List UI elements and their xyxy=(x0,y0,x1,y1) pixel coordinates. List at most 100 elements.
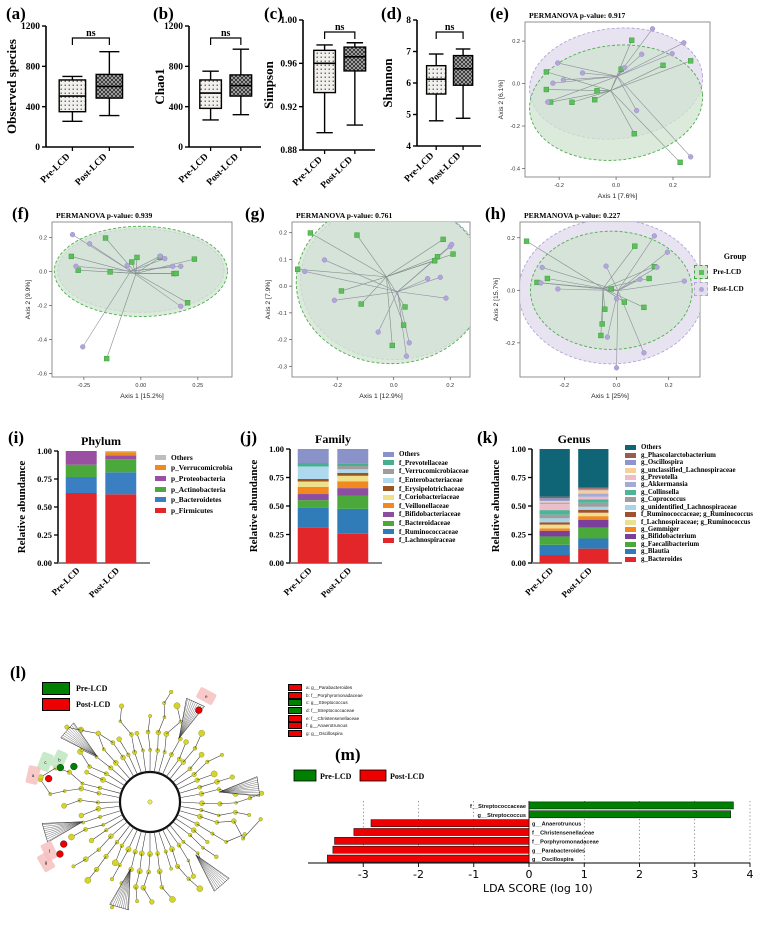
point-pre-lcd xyxy=(569,99,575,105)
legend-swatch xyxy=(155,507,166,513)
legend-item: f_Bifidobacteriaceae xyxy=(383,510,493,519)
lda-bar xyxy=(327,854,530,863)
point-pre-lcd xyxy=(523,238,530,244)
legend-item: p_Verrucomicrobia xyxy=(155,463,250,474)
legend-item: p_Actinobacteria xyxy=(155,484,250,495)
spoke-post xyxy=(377,291,398,333)
spoke-pre xyxy=(600,288,604,336)
point-post-lcd xyxy=(641,350,647,356)
y-tick-label: 5 xyxy=(406,111,411,121)
branch xyxy=(179,741,187,760)
point-pre-lcd xyxy=(629,37,635,43)
bar-segment xyxy=(578,449,609,488)
clad-legend-swatch xyxy=(288,714,302,722)
lda-legend-swatch-pre xyxy=(293,769,317,782)
x-tick-label: -2 xyxy=(413,868,424,881)
y-tick-label: -0.2 xyxy=(277,338,287,344)
point-post-lcd xyxy=(447,243,453,250)
tree-node xyxy=(68,833,75,841)
tree-node xyxy=(155,729,161,736)
clade-hatch xyxy=(71,724,98,757)
branch xyxy=(193,829,208,843)
bar-segment xyxy=(539,518,570,523)
spoke-post xyxy=(582,72,618,77)
tree-node xyxy=(61,803,67,809)
tree-node xyxy=(64,724,70,730)
branch xyxy=(165,827,180,846)
legend-swatch xyxy=(383,520,394,526)
point-post-lcd xyxy=(654,264,660,270)
clad-legend-label-pre: Pre-LCD xyxy=(76,684,108,693)
spoke-post xyxy=(75,265,131,272)
plot-frame xyxy=(519,221,701,378)
branch xyxy=(121,827,135,846)
tree-node xyxy=(126,752,131,757)
legend-item: g_Coprococcus xyxy=(625,496,767,503)
point-post-lcd xyxy=(321,257,328,263)
box-Post-LCD: Post-LCD xyxy=(205,48,253,188)
legend-label: g_unclassified_Lachnospiraceae xyxy=(641,466,736,474)
spoke-post xyxy=(607,290,619,338)
branch xyxy=(218,811,236,816)
y-tick-label: 0.2 xyxy=(512,39,520,45)
clad-legend-label: c: g__Streptococcus xyxy=(306,700,348,706)
point-pre-lcd xyxy=(129,259,135,265)
collapsed-clade xyxy=(219,776,261,797)
clade-hatch xyxy=(42,821,83,825)
point-post-lcd xyxy=(443,295,449,301)
lda-bar xyxy=(332,845,530,854)
legend-item: g_Bacteroides xyxy=(625,556,767,563)
legend-swatch xyxy=(625,489,636,495)
point-pre-lcd xyxy=(134,254,140,261)
branch xyxy=(116,824,131,843)
spoke-post xyxy=(397,291,407,357)
clad-legend-item: b: f__Porphyromonadaceae xyxy=(288,691,408,700)
branch xyxy=(134,830,142,852)
spoke-post xyxy=(334,291,398,301)
tree-node xyxy=(96,791,101,796)
y-tick-label: -0.3 xyxy=(277,364,287,370)
point-pre-lcd xyxy=(102,235,109,241)
point-pre-lcd xyxy=(598,332,604,339)
point-pre-lcd xyxy=(184,300,191,306)
branch xyxy=(201,802,220,805)
permanova-title: PERMANOVA p-value: 0.227 xyxy=(524,211,620,220)
x-axis-title: LDA SCORE (log 10) xyxy=(483,882,593,895)
bar-segment xyxy=(578,488,609,491)
spoke-post xyxy=(82,270,131,348)
point-post-lcd xyxy=(633,107,640,114)
spoke-post xyxy=(397,291,447,299)
y-tick-label: 0 xyxy=(178,143,183,153)
clade-hatch xyxy=(44,821,83,834)
y-axis-title: Relative abundance xyxy=(248,460,260,553)
clade-hatch xyxy=(195,854,224,884)
branch xyxy=(79,799,99,803)
clade-hatch xyxy=(178,698,188,739)
biomarker-node-f xyxy=(60,840,68,848)
legend-item: p_Proteobacteria xyxy=(155,473,250,484)
bar-segment xyxy=(105,451,137,453)
x-tick-label: 0.0 xyxy=(613,383,621,389)
pcoa-legend-label-pre: Pre-LCD xyxy=(713,268,742,276)
legend-swatch xyxy=(625,519,636,525)
panel-label-i: (i) xyxy=(8,428,25,447)
y-tick-label: 0.25 xyxy=(269,530,284,540)
branch xyxy=(96,756,111,769)
branch xyxy=(102,779,123,790)
branch xyxy=(169,761,184,780)
legend-swatch xyxy=(625,534,636,540)
clade-hatch xyxy=(112,869,131,906)
spoke-post xyxy=(130,265,173,272)
point-pre-lcd xyxy=(307,230,314,236)
legend-label: f_Erysipelotrichaceae xyxy=(399,484,464,493)
branch xyxy=(183,748,196,763)
branch xyxy=(172,768,191,783)
y-tick-label: 0.25 xyxy=(37,530,52,540)
legend-swatch xyxy=(383,486,394,492)
legend-swatch xyxy=(383,477,394,483)
lda-bar-label: g__Anaerotruncus xyxy=(532,822,581,828)
spoke-pre xyxy=(386,239,444,277)
clade-hatch xyxy=(65,731,98,757)
